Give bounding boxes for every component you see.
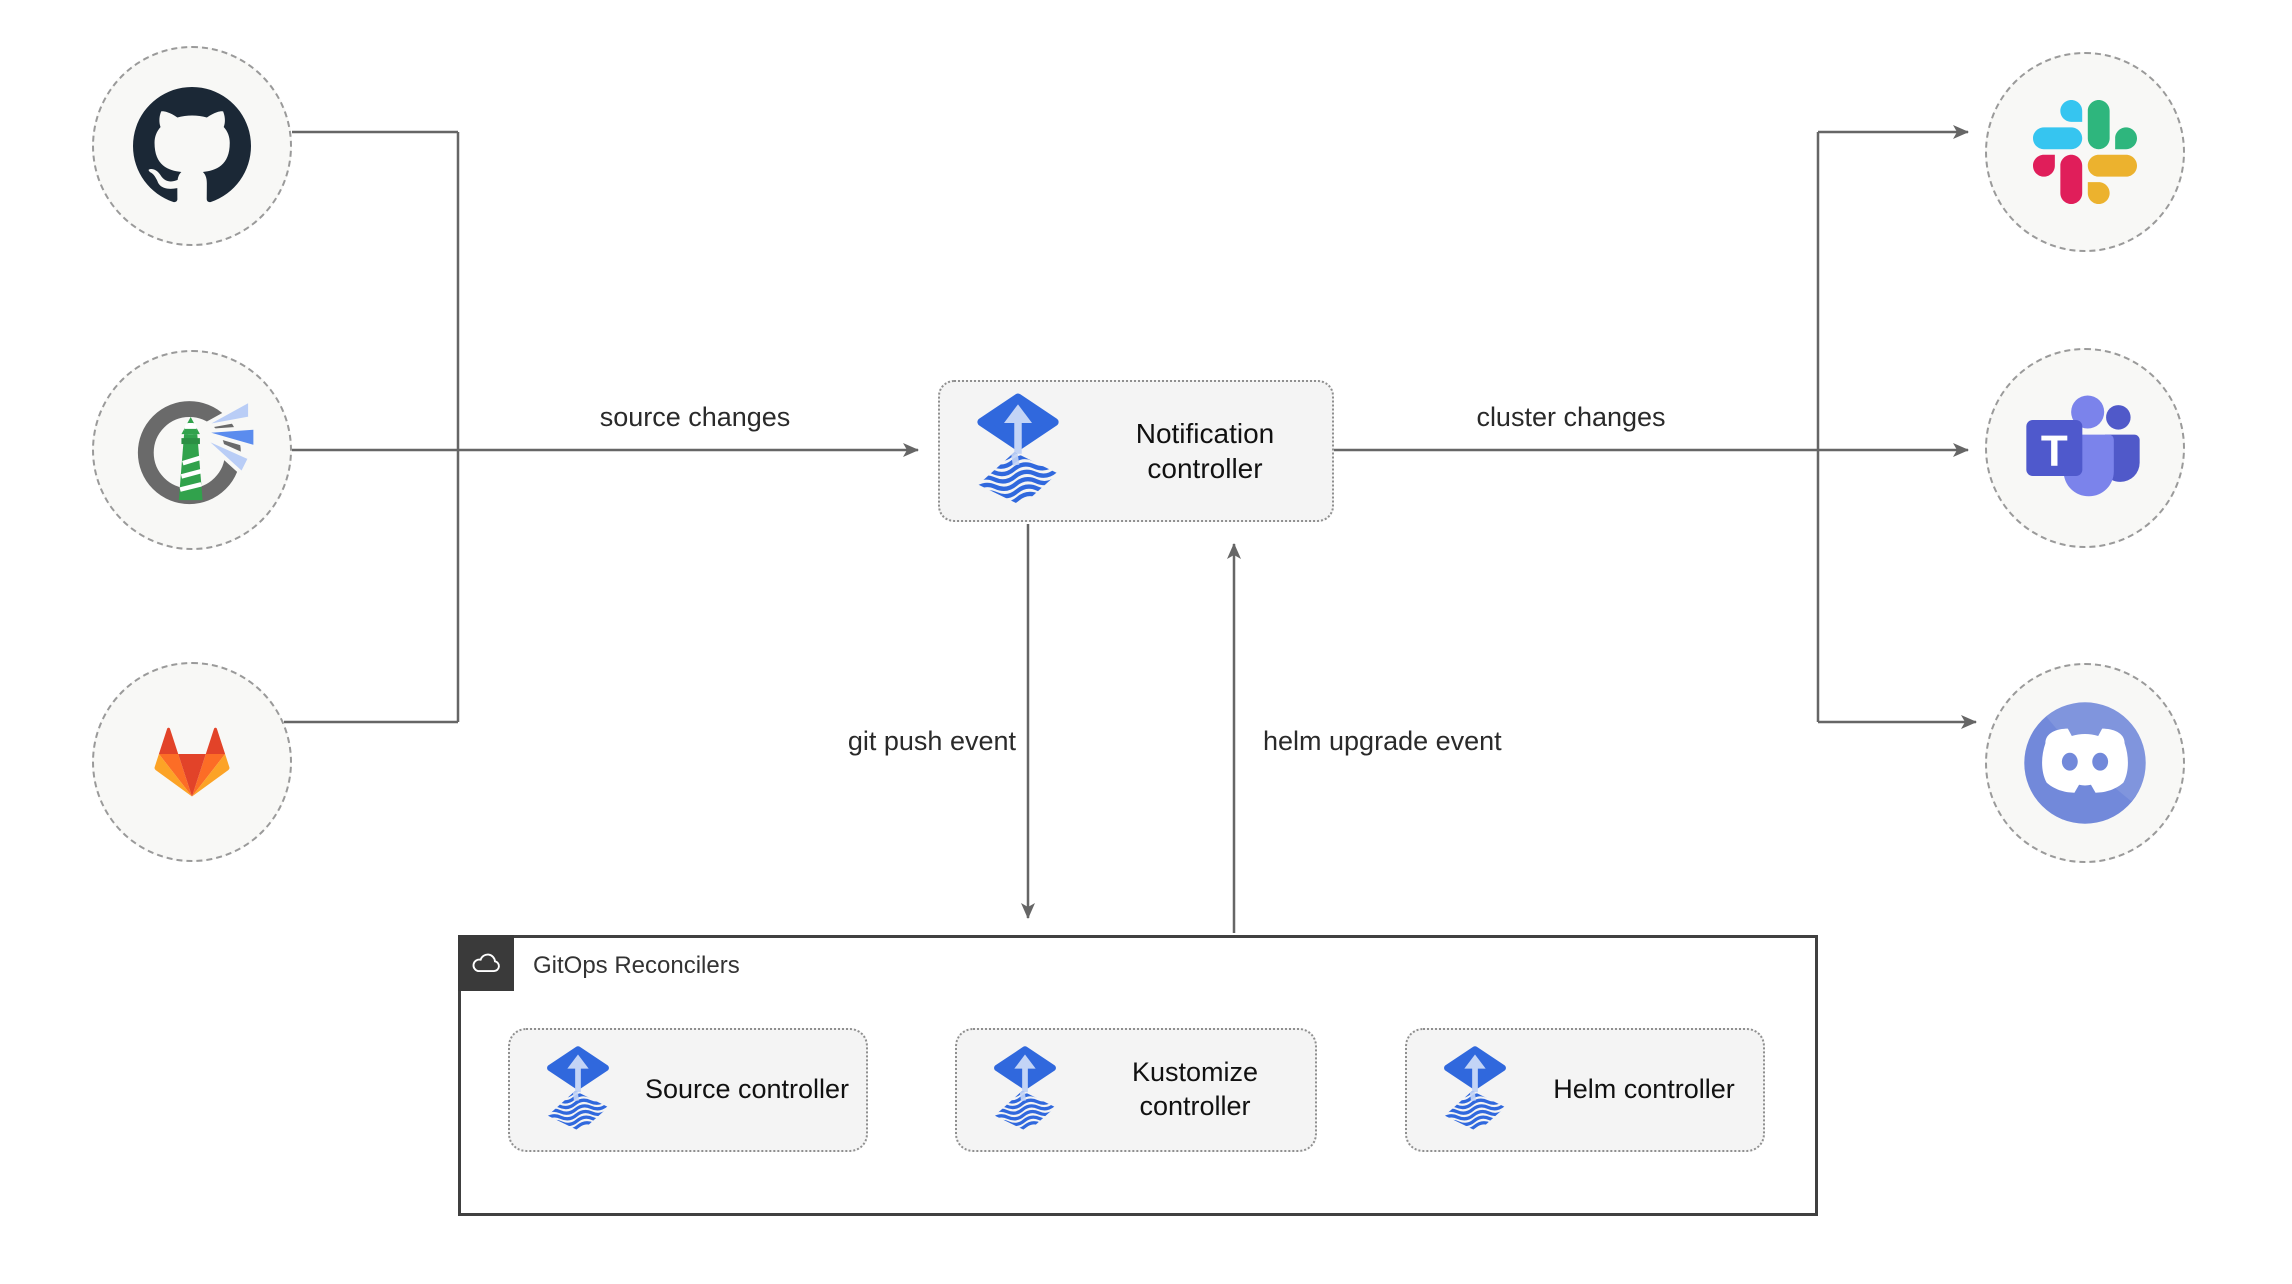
cloud-icon [472, 953, 500, 972]
flux-icon [1443, 1046, 1507, 1133]
microsoft-teams-icon: T [2026, 395, 2140, 497]
edge-label-cluster-changes: cluster changes [1476, 402, 1666, 432]
edge-label-git-push-event: git push event [847, 726, 1016, 756]
gitlab-icon [154, 727, 230, 797]
helm-controller-card: Helm controller [1405, 1028, 1765, 1152]
node-gitlab [92, 662, 292, 862]
node-slack [1985, 52, 2185, 252]
edge-label-source-changes: source changes [599, 402, 791, 432]
node-discord [1985, 663, 2185, 863]
flux-icon [546, 1046, 610, 1133]
edge-label-helm-upgrade-event: helm upgrade event [1263, 726, 1502, 756]
flux-icon [993, 1046, 1057, 1133]
discord-icon [2024, 699, 2148, 824]
source-controller-card: Source controller [508, 1028, 868, 1152]
github-icon [133, 87, 251, 203]
kustomize-controller-card: Kustomize controller [955, 1028, 1317, 1152]
group-title: GitOps Reconcilers [533, 952, 740, 979]
lighthouse-icon [137, 396, 258, 505]
helm-controller-label: Helm controller [1553, 1074, 1735, 1105]
group-tab [458, 935, 514, 991]
notification-controller-card: Notification controller [938, 380, 1334, 522]
source-controller-label: Source controller [644, 1074, 850, 1105]
notification-controller-label: Notification controller [1135, 418, 1275, 484]
node-github [92, 46, 292, 246]
slack-icon [2033, 100, 2137, 204]
teams-letter: T [2041, 426, 2068, 475]
kustomize-controller-label: Kustomize controller [1131, 1057, 1259, 1121]
node-image-registry [92, 350, 292, 550]
flux-icon [976, 393, 1060, 507]
node-microsoft-teams: T [1985, 348, 2185, 548]
